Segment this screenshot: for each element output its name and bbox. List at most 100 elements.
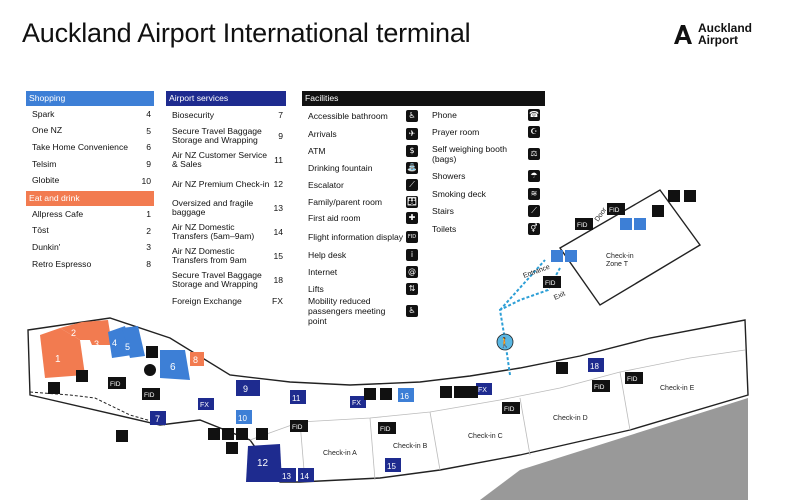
prayer-icon: ☪ [528,126,540,139]
lift-icon [48,382,60,394]
service-11-label: 11 [292,394,301,403]
facility-item: Phone ☎ [426,106,542,124]
fx-marker [350,396,366,408]
legend-label: Secure Travel Baggage Storage and Wrappi… [172,126,262,145]
fid-label: FID [292,424,303,431]
facility-item: Prayer room☪ [426,124,542,142]
fid-icon: FID [406,230,418,243]
facility-item: Self weighing booth (bags)⚖ [426,141,542,167]
facility-item: First aid room✚ [302,210,420,227]
fid-marker [543,276,561,288]
legend-label: Air NZ Customer Service & Sales [172,150,268,169]
service-18 [588,358,604,372]
exit-label: Exit [553,291,567,302]
legend-number: 5 [146,125,151,136]
scale-icon [652,205,664,217]
legend-label: Secure Travel Baggage Storage and Wrappi… [172,270,262,289]
zone-2-label: 2 [71,328,76,338]
facility-item: Escalator⟋ [302,176,420,193]
fx-marker [476,383,492,395]
fid-label: FID [110,381,121,388]
legend-number: 8 [146,259,151,270]
escalator-icon [146,346,158,358]
mobility-icon: ♿ [406,305,418,318]
legend-number: 9 [278,131,283,141]
legend-label: Dunkin' [32,241,61,252]
service-9-label: 9 [243,384,248,394]
legend-label: Accessible bathroom [308,111,388,121]
shop-4-label: 4 [112,338,117,348]
legend-item: Oversized and fragile baggage 13 [166,196,286,220]
airport-logo-icon [674,25,692,44]
service-16-label: 16 [400,392,409,401]
legend-label: Allpress Cafe [32,208,84,219]
phone-icon: ☎ [528,108,540,121]
zone-3 [82,320,112,345]
legend-number: 3 [146,242,151,253]
facility-item: Smoking deck≋ [426,185,542,203]
toilets-icon: ⚥ [528,222,540,235]
atm-icon: $ [406,145,418,158]
legend-label: Telsim [32,158,57,169]
arrivals-icon [116,430,128,442]
fid-marker [502,402,520,414]
fid-label: FID [577,222,588,229]
escalator-icon: ⟋ [406,178,418,191]
checkin-d-label: Check-in D [553,415,588,422]
service-12 [246,444,282,482]
first-aid-icon [208,428,220,440]
legend-label: One NZ [32,125,63,136]
service-13-label: 13 [282,472,291,481]
lift-icon: ⇅ [406,282,418,295]
legend-item: Secure Travel Baggage Storage and Wrappi… [166,268,286,292]
fid-label: FID [594,384,605,391]
legend-label: Drinking fountain [308,162,373,173]
legend-label: Air NZ Domestic Transfers (5am–9am) [172,222,255,241]
checkin-zone-t-label-1: Check-in [606,253,634,260]
checkin-b-label: Check-in B [393,443,428,450]
legend-number: 1 [146,209,151,220]
fid-label: FID [504,406,515,413]
legend-label: Lifts [308,283,324,294]
escalator-icon [364,388,376,400]
accessible-icon [551,250,563,262]
legend-number: 15 [273,251,283,261]
fid-marker [142,388,160,400]
legend-label: Help desk [308,250,347,261]
legend-item: Air NZ Domestic Transfers (5am–9am)14 [166,220,286,244]
fid-marker [607,203,625,215]
legend-label: Phone [432,109,457,120]
legend-label: Spark [32,108,55,119]
legend-label: First aid room [308,213,361,224]
facility-item: Family/parent room👪 [302,193,420,210]
smoking-icon: ≋ [528,187,540,200]
legend-label: Air NZ Premium Check-in [172,178,270,189]
legend-label: Oversized and fragile baggage [172,198,254,217]
legend-label: Globite [32,175,60,186]
shop-10 [236,410,252,424]
airport-logo: Auckland Airport [672,22,752,46]
fx-label: FX [200,402,209,409]
legend-number: 4 [146,109,151,120]
service-15 [385,458,401,472]
internet-icon [76,370,88,382]
zone-1-label: 1 [55,354,61,365]
checkin-zone-t-label-2: Zone T [606,261,629,268]
legend-label: Arrivals [308,129,337,140]
shop-5 [122,326,145,358]
escalator-icon [440,386,452,398]
legend-label: Mobility reduced passengers meeting poin… [308,296,386,327]
zone-1 [40,328,85,378]
internet-icon: @ [406,265,418,278]
checkin-a-label: Check-in A [323,450,357,457]
facility-item: Mobility reduced passengers meeting poin… [302,296,420,327]
legend-number: 13 [273,203,283,213]
service-14-label: 14 [300,472,309,481]
eat-8 [190,352,204,366]
